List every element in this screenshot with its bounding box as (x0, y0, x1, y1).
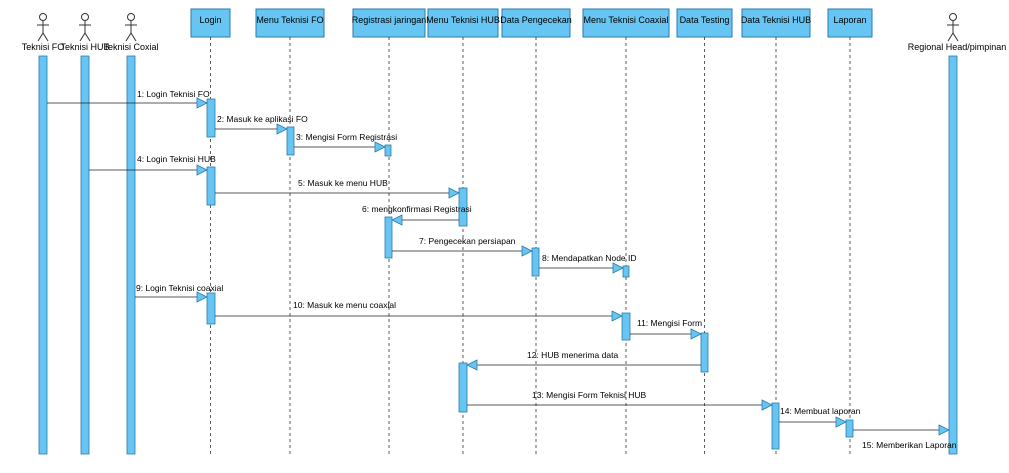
actor-icon (947, 13, 959, 42)
svg-text:15: Memberikan Laporan: 15: Memberikan Laporan (862, 440, 957, 450)
activation-registrasi-2 (384, 216, 393, 259)
actor-label: Teknisi FO (22, 42, 65, 52)
actor-icon (125, 13, 137, 42)
svg-text:5: Masuk ke menu HUB: 5: Masuk ke menu HUB (298, 178, 388, 188)
message-3: 3: Mengisi Form Registrasi (294, 132, 397, 153)
activation-menu-coaxial-2 (621, 312, 631, 341)
actor-bar-hub (80, 55, 90, 455)
message-14: 14: Membuat laporan (779, 406, 861, 428)
svg-text:9: Login Teknisi coaxial: 9: Login Teknisi coaxial (136, 283, 223, 293)
object-data-teknisi-hub: Data Teknisi HUB (741, 8, 811, 38)
actor-teknisi-hub: Teknisi HUB (60, 13, 110, 52)
activation-login-1 (206, 98, 216, 138)
message-5: 5: Masuk ke menu HUB (215, 178, 460, 199)
object-label: Data Testing (680, 15, 730, 25)
actor-teknisi-coxial: Teknisi Coxial (103, 13, 159, 52)
svg-text:12: HUB menerima data: 12: HUB menerima data (527, 350, 618, 360)
message-13: 13: Mengisi Form Teknisi HUB (467, 390, 773, 411)
object-label: Login (199, 15, 221, 25)
actor-bar-coax (126, 55, 136, 455)
activation-menu-coaxial-1 (622, 265, 630, 278)
object-menu-teknisi-fo: Menu Teknisi FO (255, 8, 325, 38)
svg-text:13: Mengisi Form Teknisi HUB: 13: Mengisi Form Teknisi HUB (532, 390, 646, 400)
svg-text:7: Pengecekan persiapan: 7: Pengecekan persiapan (419, 236, 516, 246)
object-registrasi-jaringan: Registrasi jaringan (352, 8, 427, 38)
object-data-testing: Data Testing (676, 8, 733, 38)
activation-laporan (845, 419, 854, 438)
message-8: 8: Mendapatkan Node ID (539, 253, 637, 274)
message-9: 9: Login Teknisi coaxial (135, 283, 223, 303)
actor-label: Regional Head/pimpinan (908, 42, 1007, 52)
actor-teknisi-fo: Teknisi FO (22, 13, 65, 52)
object-data-pengecekan: Data Pengecekan (500, 8, 572, 38)
svg-text:3: Mengisi Form Registrasi: 3: Mengisi Form Registrasi (296, 132, 397, 142)
svg-text:14: Membuat laporan: 14: Membuat laporan (780, 406, 861, 416)
activation-data-teknisi-hub (771, 402, 780, 450)
svg-text:10: Masuk ke menu coaxial: 10: Masuk ke menu coaxial (293, 300, 396, 310)
svg-text:8: Mendapatkan Node ID: 8: Mendapatkan Node ID (542, 253, 637, 263)
message-12: 12: HUB menerima data (466, 350, 701, 371)
object-label: Data Pengecekan (500, 15, 572, 25)
object-label: Menu Teknisi Coaxial (584, 15, 669, 25)
object-label: Menu Teknisi FO (256, 15, 323, 25)
activation-menu-hub-1 (458, 187, 468, 227)
object-login: Login (190, 8, 231, 38)
activation-login-3 (206, 292, 216, 325)
object-label: Registrasi jaringan (352, 15, 427, 25)
object-laporan: Laporan (827, 8, 873, 38)
object-menu-teknisi-coaxial: Menu Teknisi Coaxial (582, 8, 670, 38)
message-6: 6: mengkonfirmasi Registrasi (362, 204, 472, 226)
activation-registrasi-1 (384, 144, 392, 157)
actor-label: Teknisi HUB (60, 42, 109, 52)
message-1: 1: Login Teknisi FO (47, 89, 210, 109)
actor-label: Teknisi Coxial (103, 42, 158, 52)
message-15: 15: Memberikan Laporan (853, 424, 957, 450)
object-label: Data Teknisi HUB (741, 15, 811, 25)
svg-text:1: Login Teknisi FO: 1: Login Teknisi FO (137, 89, 210, 99)
message-10: 10: Masuk ke menu coaxial (215, 300, 623, 322)
message-7: 7: Pengecekan persiapan (392, 236, 533, 257)
message-2: 2: Masuk ke aplikasi FO (215, 114, 308, 135)
actor-icon (79, 13, 91, 42)
activation-data-testing (700, 332, 709, 373)
message-11: 11: Mengisi Form (630, 318, 702, 340)
object-menu-teknisi-hub: Menu Teknisi HUB (426, 8, 500, 38)
activation-login-2 (206, 166, 216, 206)
svg-text:4: Login Teknisi HUB: 4: Login Teknisi HUB (137, 154, 216, 164)
object-label: Laporan (833, 15, 866, 25)
activation-menu-fo (286, 126, 295, 156)
actor-regional-head: Regional Head/pimpinan (908, 13, 1007, 52)
actor-bar-fo (38, 55, 48, 455)
activation-pengecekan (531, 247, 540, 277)
activation-menu-hub-2 (458, 362, 468, 413)
svg-text:2: Masuk ke aplikasi FO: 2: Masuk ke aplikasi FO (217, 114, 308, 124)
svg-text:6: mengkonfirmasi Registrasi: 6: mengkonfirmasi Registrasi (362, 204, 472, 214)
actor-icon (37, 13, 49, 42)
svg-text:11: Mengisi Form: 11: Mengisi Form (637, 318, 702, 328)
actor-bar-head (948, 55, 958, 455)
object-label: Menu Teknisi HUB (426, 15, 500, 25)
message-4: 4: Login Teknisi HUB (89, 154, 216, 176)
